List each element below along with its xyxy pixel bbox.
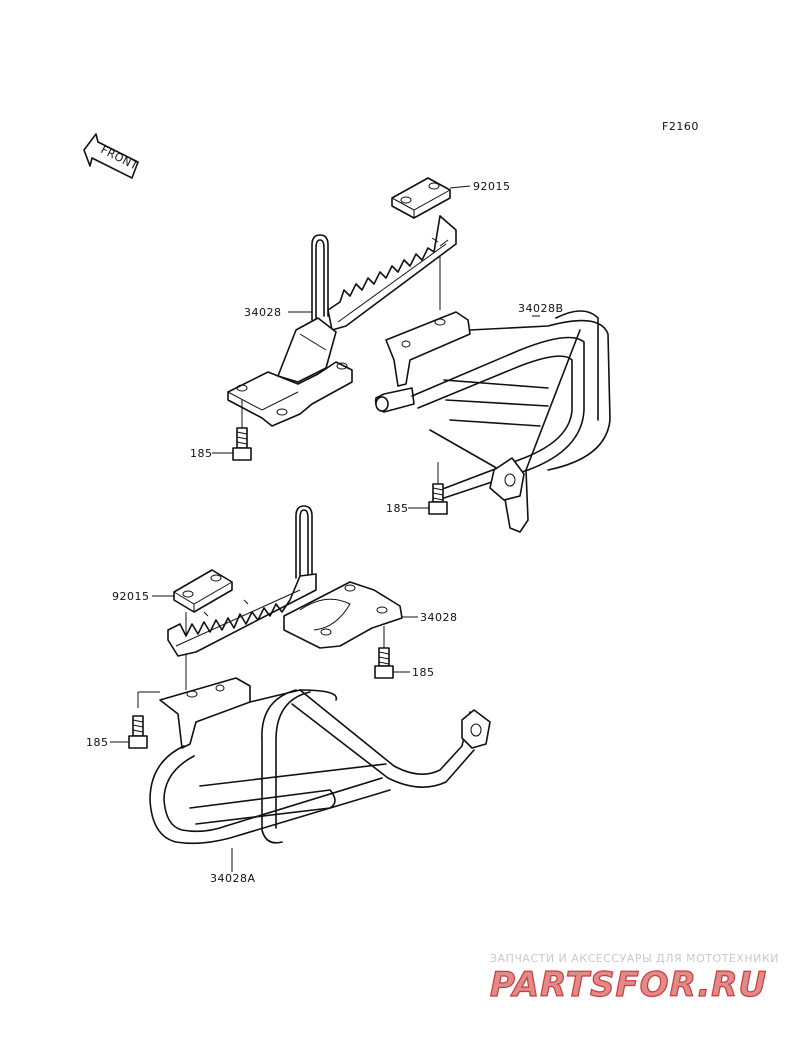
label-bolt-lower-left: 185 [86, 736, 109, 749]
figure-code: F2160 [662, 120, 699, 133]
label-guard-left: 34028A [210, 872, 256, 885]
watermark-logo: PARTSFOR.RU [490, 965, 767, 1005]
step-upper [227, 215, 457, 427]
step-lower [167, 505, 403, 657]
pad-upper [391, 177, 471, 219]
label-bolt-upper-left: 185 [190, 447, 213, 460]
bolt-upper-right-icon [428, 462, 448, 515]
label-bolt-lower-right: 185 [412, 666, 435, 679]
guard-left [149, 677, 491, 845]
label-pad-upper: 92015 [473, 180, 511, 193]
pad-lower [173, 569, 233, 613]
bolt-lower-right-icon [374, 626, 394, 679]
watermark-caption: ЗАПЧАСТИ И АКСЕССУАРЫ ДЛЯ МОТОТЕХНИКИ [490, 952, 779, 965]
label-step-upper: 34028 [244, 306, 282, 319]
label-bolt-upper-right: 185 [386, 502, 409, 515]
bolt-lower-left-icon [128, 715, 148, 749]
label-guard-right: 34028B [518, 302, 564, 315]
bolt-upper-left-icon [232, 400, 252, 461]
label-pad-lower: 92015 [112, 590, 150, 603]
label-step-lower: 34028 [420, 611, 458, 624]
front-arrow-icon: FRONT [83, 133, 140, 179]
guard-right [374, 310, 611, 533]
